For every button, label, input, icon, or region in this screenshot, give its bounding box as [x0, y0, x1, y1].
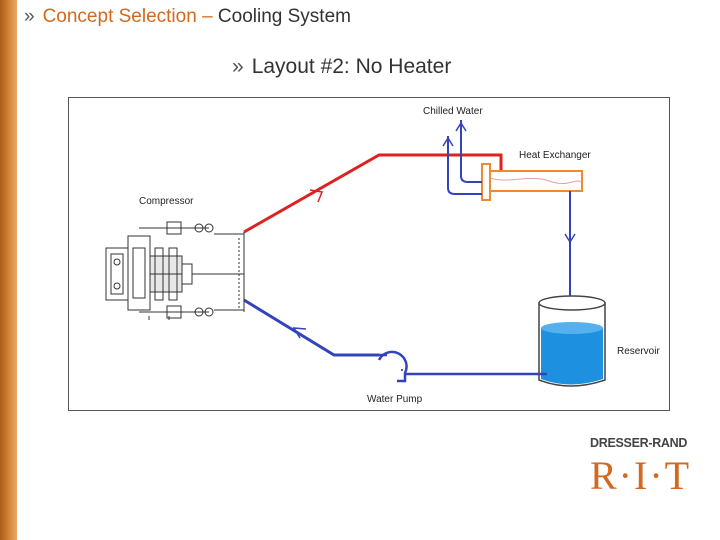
heat-exchanger-label: Heat Exchanger — [519, 150, 591, 161]
cooling-system-diagram: Chilled Water Heat Exchanger Compressor … — [68, 97, 670, 411]
title-bullet: » — [24, 6, 35, 27]
hot-line-arrow — [309, 189, 324, 203]
slide-subtitle: » Layout #2: No Heater — [232, 55, 451, 79]
reservoir-rim — [538, 295, 606, 311]
chilled-water-outlet-line — [460, 120, 482, 183]
title-part-2: Cooling System — [217, 6, 351, 27]
chilled-water-outlet-arrow — [455, 121, 467, 132]
reservoir-label: Reservoir — [617, 346, 660, 357]
title-part-1: Concept Selection – — [42, 6, 213, 27]
compressor-drawing — [105, 221, 245, 320]
heat-exchanger-inlet — [481, 163, 491, 201]
subtitle-bullet: » — [232, 55, 244, 78]
chilled-water-inlet-line — [447, 136, 482, 195]
return-line-arrow — [292, 327, 307, 339]
water-pump-label: Water Pump — [367, 394, 423, 405]
chilled-water-label: Chilled Water — [423, 106, 483, 117]
reservoir-water — [541, 328, 603, 385]
rit-wordmark: R·I·T — [590, 453, 692, 498]
subtitle-text: Layout #2: No Heater — [251, 55, 452, 78]
cold-water-return-line — [243, 298, 379, 357]
reservoir-water-surface — [541, 322, 603, 334]
hot-water-line — [243, 153, 503, 234]
side-accent-bar — [0, 0, 17, 540]
water-pump-housing — [377, 350, 408, 383]
exchanger-to-reservoir-arrow — [564, 233, 576, 244]
heat-exchanger-coil — [489, 177, 582, 185]
compressor-label: Compressor — [139, 196, 194, 207]
slide-title: » Concept Selection – Cooling System — [24, 6, 351, 28]
chilled-water-inlet-arrow — [442, 136, 454, 147]
dresser-rand-wordmark: DRESSER-RAND — [590, 436, 688, 450]
water-pump-center — [401, 369, 403, 371]
diagram-canvas: Chilled Water Heat Exchanger Compressor … — [105, 106, 660, 405]
dresser-rand-rit-logo: DRESSER-RAND R·I·T — [590, 436, 705, 498]
reservoir-to-pump-line — [403, 368, 547, 376]
heat-exchanger-body — [481, 170, 583, 192]
